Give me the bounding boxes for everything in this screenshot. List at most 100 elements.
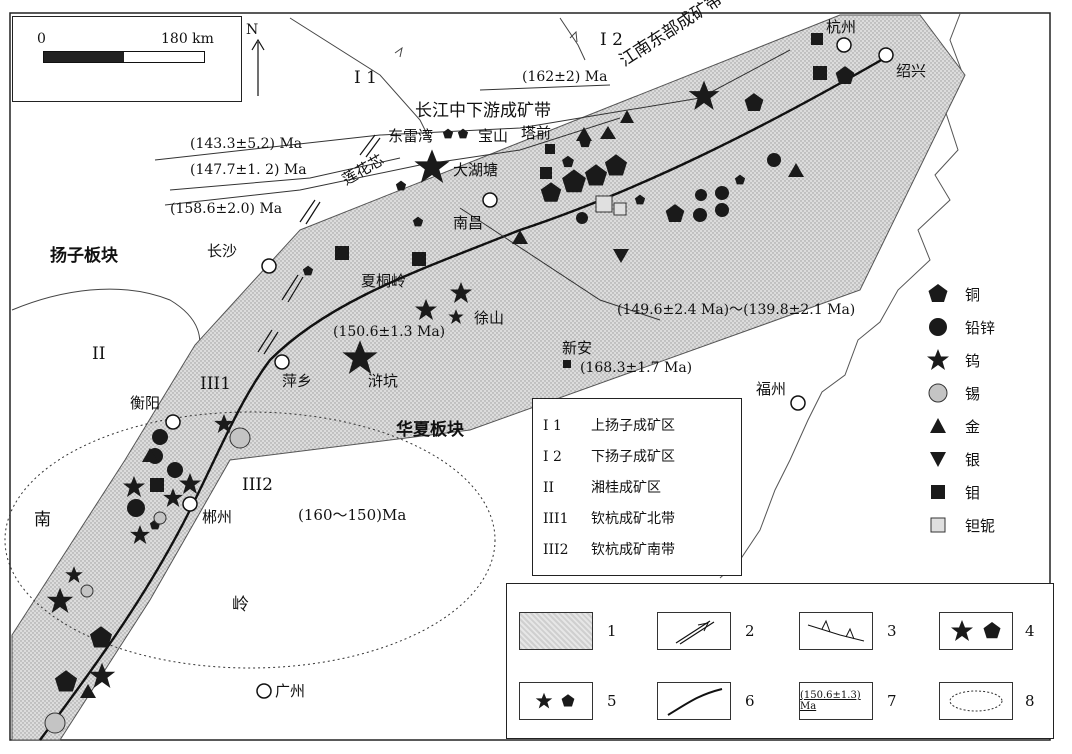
- region-iii1-label: III1: [200, 374, 231, 394]
- yangtze-belt-upper: [154, 49, 791, 161]
- triangle-up-icon: [930, 418, 946, 433]
- silver-deposits: [613, 249, 629, 263]
- triangle-down-icon: [930, 452, 946, 467]
- legend-item-lead-zinc: 铅锌: [925, 315, 995, 339]
- place-xinan: 新安: [562, 339, 593, 357]
- place-changsha: 长沙: [207, 242, 238, 260]
- small-deposit-icon: [535, 692, 575, 709]
- legend-num-6: 6: [745, 692, 755, 710]
- legend-age-sample: (150.6±1.3) Ma: [800, 690, 861, 712]
- place-hangzhou: 杭州: [826, 18, 857, 36]
- suture-icon: [667, 688, 723, 716]
- fault-line: [459, 207, 661, 321]
- square-icon: [931, 485, 945, 499]
- yangtze-plate-label: 扬子板块: [50, 246, 118, 266]
- place-guangzhou: 广州: [275, 682, 306, 700]
- grey-circle-icon: [928, 383, 948, 403]
- legend-item-tantalum-niobium: 钽铌: [925, 513, 995, 537]
- legend-num-7: 7: [887, 692, 897, 710]
- legend-belt-swatch: [519, 612, 593, 650]
- molybdenum-deposits: [150, 33, 827, 492]
- region-i2-label: I 2: [600, 30, 623, 50]
- place-dahutang: 大湖塘: [453, 161, 499, 179]
- age-149-139: (149.6±2.4 Ma)～(139.8±2.1 Ma): [617, 302, 856, 318]
- legend-suture-swatch: [657, 682, 731, 720]
- strike-slip-faults: [257, 134, 381, 355]
- ellipse-icon: [949, 690, 1003, 712]
- legend-item-tungsten: 钨: [925, 348, 980, 372]
- legend-ellipse-swatch: [939, 682, 1013, 720]
- legend-fault-swatch: [657, 612, 731, 650]
- cathaysia-plate-label: 华夏板块: [396, 420, 464, 440]
- coastline: [719, 13, 963, 579]
- region-i1-label: I 1: [354, 68, 377, 88]
- legend-item-tin: 锡: [925, 381, 980, 405]
- region-iii2-label: III2: [242, 475, 273, 495]
- north-label: N: [246, 22, 259, 38]
- nanling-nan-label: 南: [34, 510, 51, 530]
- age-160-150: (160～150)Ma: [298, 506, 407, 524]
- star-icon: [927, 349, 949, 370]
- gold-deposits: [80, 110, 804, 698]
- tin-deposits: [44, 427, 251, 734]
- legend-num-1: 1: [607, 622, 617, 640]
- place-xushan: 徐山: [474, 309, 505, 327]
- scale-bar-box: 0 180 km: [12, 16, 242, 102]
- place-chenzhou: 郴州: [202, 508, 233, 526]
- place-baoshan: 宝山: [478, 127, 509, 145]
- legend-num-3: 3: [887, 622, 897, 640]
- age-158: (158.6±2.0) Ma: [170, 201, 283, 217]
- scale-distance-label: 180 km: [161, 31, 214, 47]
- pentagon-icon: [928, 284, 948, 302]
- strike-slip-icon: [675, 620, 715, 645]
- place-xukeng: 浒坑: [368, 372, 399, 390]
- scale-bar: [43, 51, 205, 63]
- legend-num-4: 4: [1025, 622, 1035, 640]
- legend-num-5: 5: [607, 692, 617, 710]
- legend-num-2: 2: [745, 622, 755, 640]
- age-143: (143.3±5.2) Ma: [190, 136, 303, 152]
- age-168: (168.3±1.7 Ma): [580, 360, 693, 376]
- place-taqian: 塔前: [521, 124, 552, 142]
- age-150: (150.6±1.3 Ma): [333, 324, 446, 340]
- age-162: (162±2) Ma: [522, 69, 608, 85]
- map-frame: [9, 12, 1051, 741]
- legend-item-molybdenum: 钼: [925, 480, 980, 504]
- place-pingxiang: 萍乡: [282, 372, 313, 390]
- legend-small-deposit-swatch: [519, 682, 593, 720]
- place-dongleiwan: 东雷湾: [388, 127, 434, 145]
- legend-age-swatch: (150.6±1.3) Ma: [799, 682, 873, 720]
- thrust-line: [289, 17, 431, 141]
- city-markers: [165, 37, 894, 699]
- nanling-ellipse: [4, 411, 496, 669]
- place-fuzhou: 福州: [756, 380, 787, 398]
- large-deposit-icon: [951, 620, 1001, 641]
- legend-item-copper: 铜: [925, 282, 980, 306]
- circle-icon: [929, 318, 947, 336]
- thrust-icon: [807, 619, 865, 642]
- grey-square-icon: [930, 517, 946, 533]
- region-ii-boundary: [11, 288, 201, 361]
- legend-large-deposit-swatch: [939, 612, 1013, 650]
- place-xiatongling: 夏桐岭: [361, 272, 407, 290]
- legend-item-gold: 金: [925, 414, 980, 438]
- region-ii-label: II: [92, 344, 106, 364]
- tantalum-niobium-deposits: [595, 195, 627, 216]
- suture-line: [39, 53, 891, 741]
- place-shaoxing: 绍兴: [896, 62, 927, 80]
- place-hengyang: 衡阳: [130, 394, 161, 412]
- legend-item-silver: 银: [925, 447, 980, 471]
- age-147: (147.7±1. 2) Ma: [190, 162, 307, 178]
- place-nanchang: 南昌: [453, 214, 484, 232]
- yangtze-belt-label: 长江中下游成矿带: [415, 101, 551, 121]
- legend-thrust-swatch: [799, 612, 873, 650]
- lead-zinc-deposits: [127, 153, 781, 517]
- nanling-ling-label: 岭: [232, 595, 249, 615]
